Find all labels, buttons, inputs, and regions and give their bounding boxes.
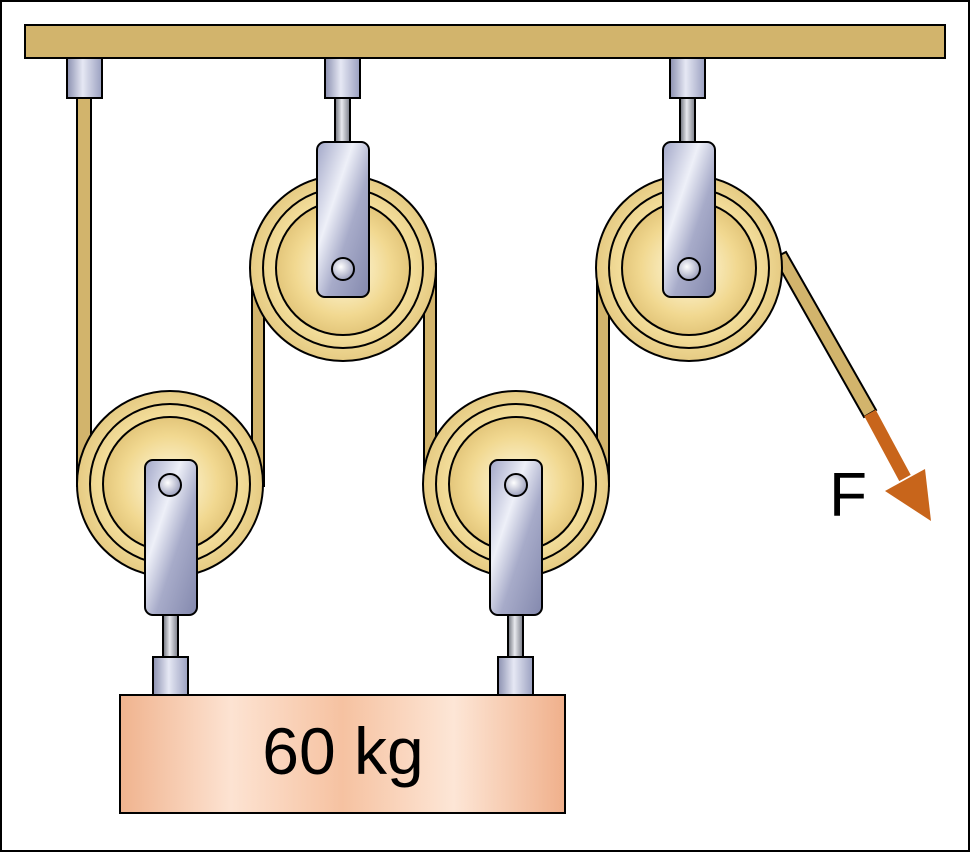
bracket-upper-middle	[316, 141, 370, 298]
ceiling-mount-right	[669, 57, 706, 145]
axle-lower-left	[158, 473, 182, 497]
bracket-lower-left	[144, 459, 198, 696]
axle-upper-right	[677, 257, 701, 281]
axle-lower-middle	[504, 473, 528, 497]
bracket-upper-right	[662, 141, 716, 298]
axle-upper-middle	[331, 257, 355, 281]
ceiling-beam	[24, 24, 946, 59]
force-arrow-head	[885, 469, 931, 521]
mass-block: 60 kg	[119, 694, 566, 814]
ceiling-mount-middle	[324, 57, 361, 145]
force-label: F	[829, 461, 867, 530]
mass-label: 60 kg	[262, 714, 423, 788]
ceiling-mount-left	[66, 57, 103, 99]
force-arrow	[864, 409, 931, 521]
rope-segment-1	[76, 97, 92, 487]
rope-segment-5	[772, 250, 878, 419]
